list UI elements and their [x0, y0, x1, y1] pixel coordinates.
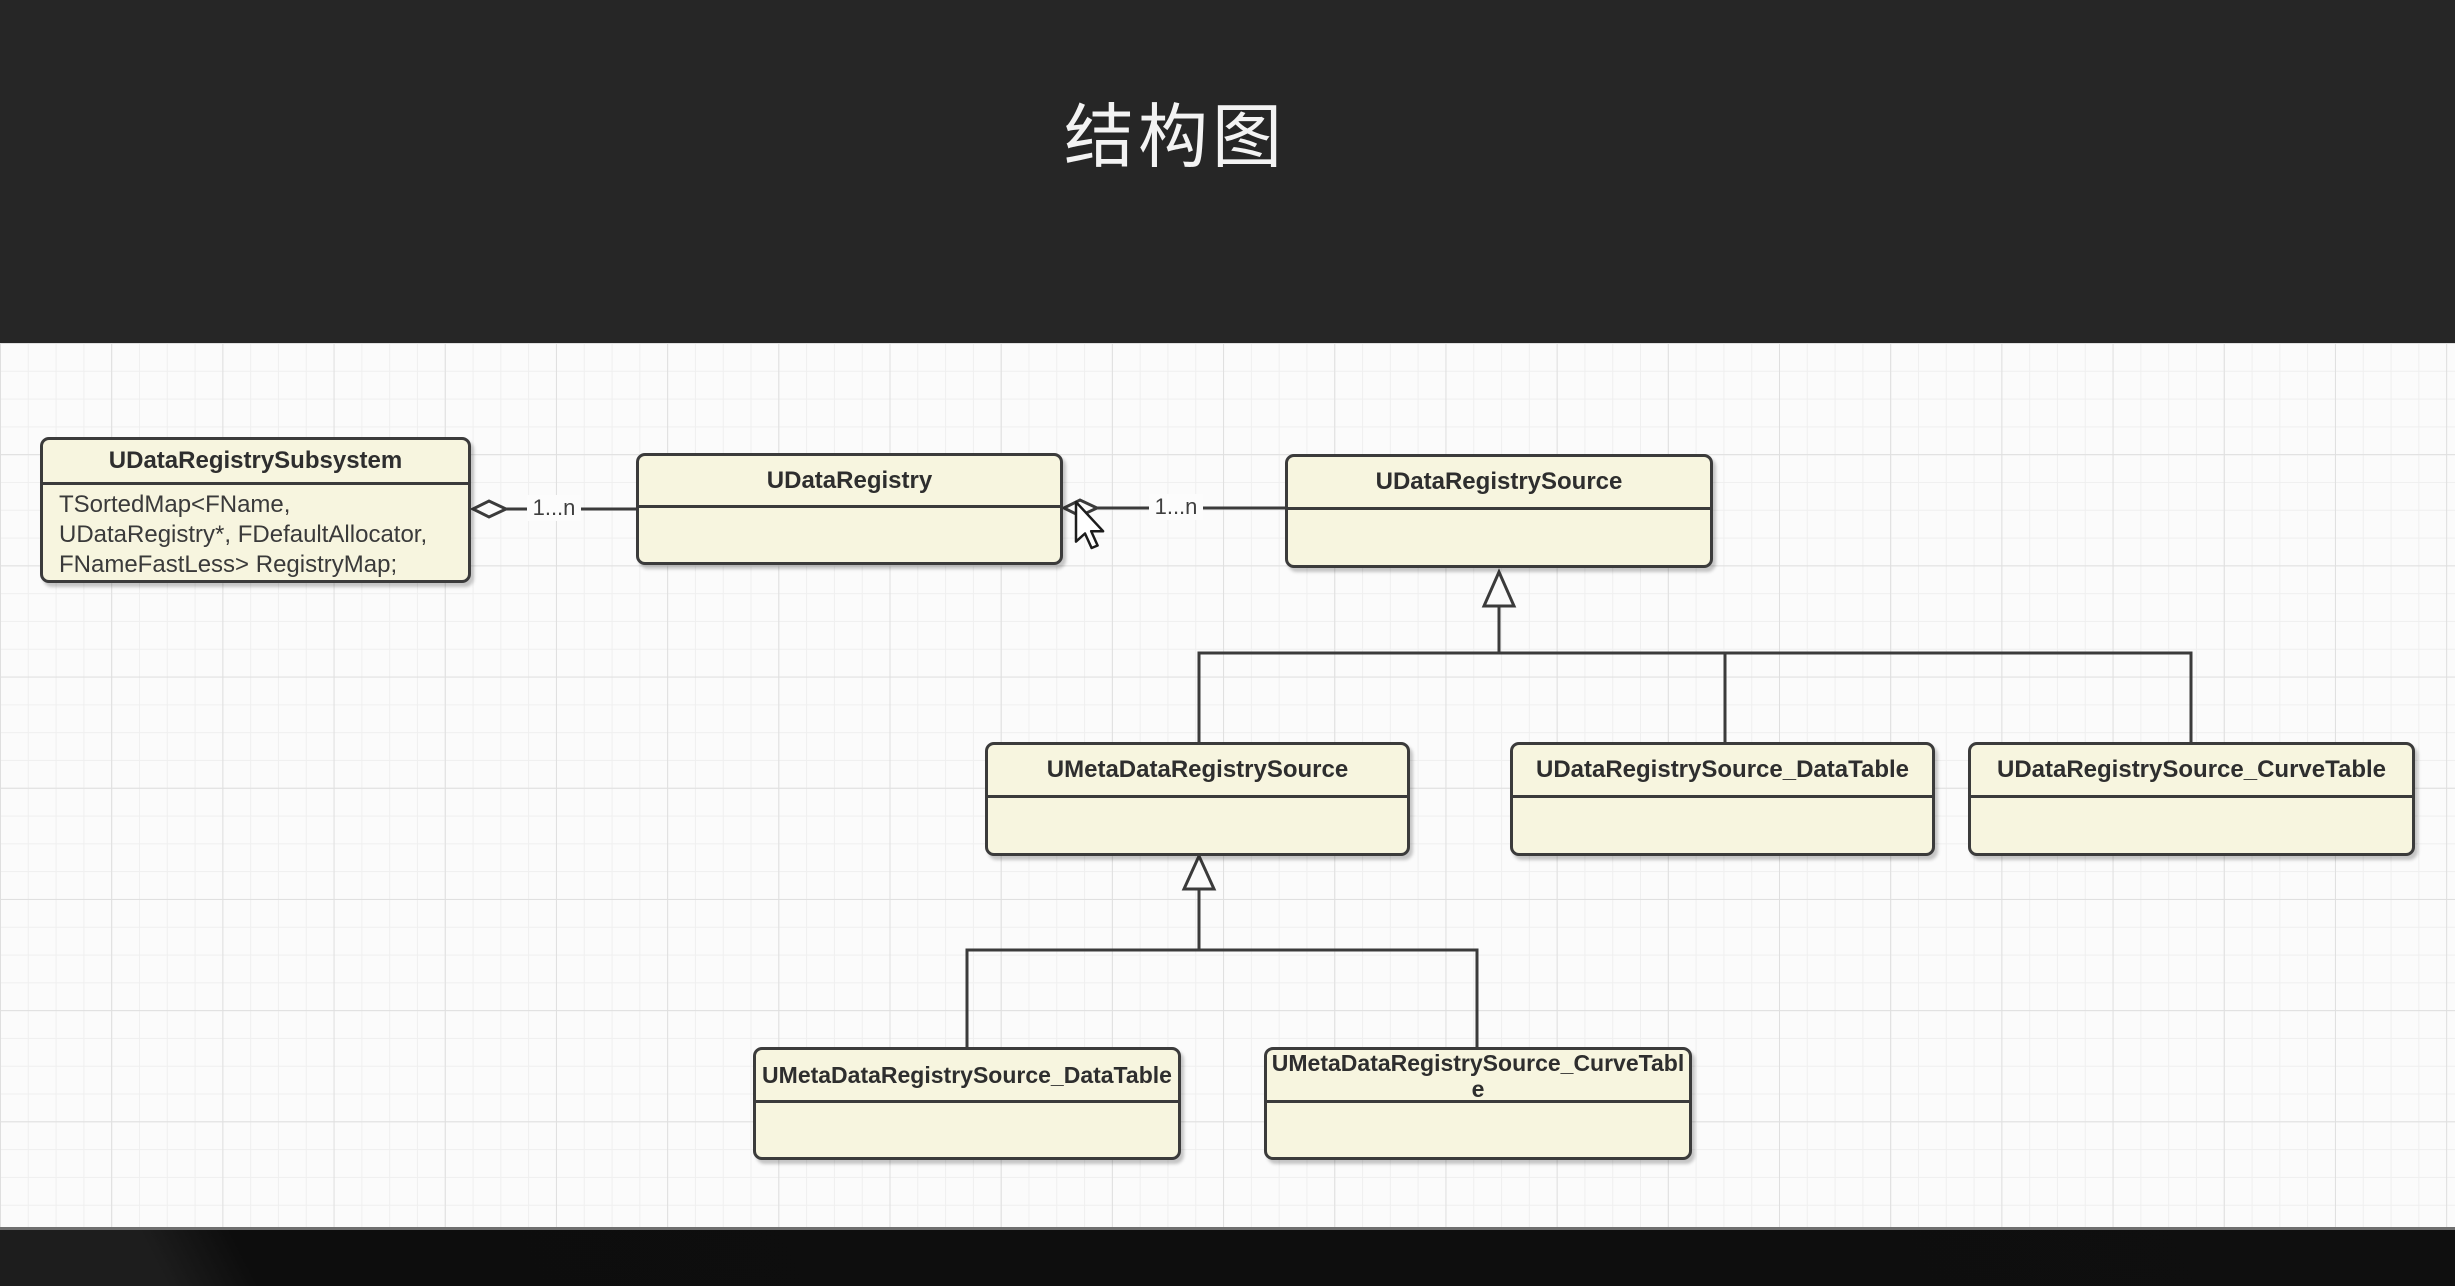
- class-attributes: [1288, 510, 1710, 565]
- class-node-umetadataregistrysource-curvetable[interactable]: UMetaDataRegistrySource_CurveTable: [1264, 1047, 1692, 1160]
- class-title: UDataRegistrySubsystem: [43, 440, 468, 485]
- class-attributes: TSortedMap<FName, UDataRegistry*, FDefau…: [43, 485, 468, 580]
- slide-footer: [0, 1227, 2455, 1286]
- class-attributes: [1971, 798, 2412, 853]
- attribute-line: UDataRegistry*, FDefaultAllocator,: [59, 521, 428, 548]
- attribute-line: FNameFastLess> RegistryMap;: [59, 551, 398, 578]
- class-node-udataregistrysource-datatable[interactable]: UDataRegistrySource_DataTable: [1510, 742, 1935, 856]
- slide-header: 结构图: [0, 0, 2455, 345]
- multiplicity-label: 1...n: [1149, 494, 1203, 520]
- class-node-udataregistrysource-curvetable[interactable]: UDataRegistrySource_CurveTable: [1968, 742, 2415, 856]
- attribute-line: TSortedMap<FName,: [59, 491, 291, 518]
- class-title: UMetaDataRegistrySource_DataTable: [756, 1050, 1178, 1103]
- class-node-udataregistrysource[interactable]: UDataRegistrySource: [1285, 454, 1713, 568]
- multiplicity-label: 1...n: [527, 495, 581, 521]
- class-attributes: [988, 798, 1407, 853]
- class-title: UDataRegistry: [639, 456, 1060, 508]
- class-title: UDataRegistrySource_CurveTable: [1971, 745, 2412, 798]
- class-title: UDataRegistrySource: [1288, 457, 1710, 510]
- class-attributes: [1267, 1103, 1689, 1157]
- page-title: 结构图: [1064, 100, 1286, 177]
- class-node-umetadataregistrysource[interactable]: UMetaDataRegistrySource: [985, 742, 1410, 856]
- class-title: UMetaDataRegistrySource_CurveTable: [1267, 1050, 1689, 1103]
- class-node-udataregistrysubsystem[interactable]: UDataRegistrySubsystem TSortedMap<FName,…: [40, 437, 471, 583]
- class-attributes: [1513, 798, 1932, 853]
- class-node-udataregistry[interactable]: UDataRegistry: [636, 453, 1063, 565]
- class-attributes: [639, 508, 1060, 562]
- class-title: UDataRegistrySource_DataTable: [1513, 745, 1932, 798]
- class-attributes: [756, 1103, 1178, 1157]
- class-node-umetadataregistrysource-datatable[interactable]: UMetaDataRegistrySource_DataTable: [753, 1047, 1181, 1160]
- class-title: UMetaDataRegistrySource: [988, 745, 1407, 798]
